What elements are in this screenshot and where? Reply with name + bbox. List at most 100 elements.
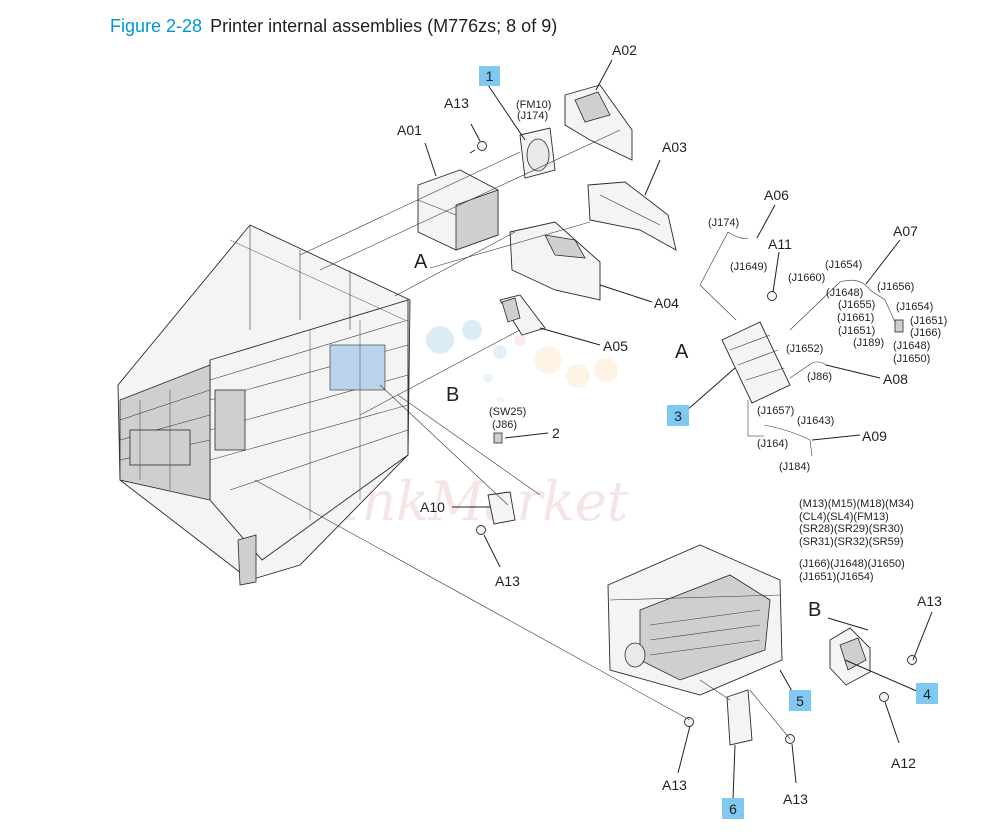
callout-3: 3	[667, 405, 689, 426]
part-a03-duct	[587, 181, 677, 251]
svg-text:(J1654): (J1654)	[825, 259, 862, 271]
svg-text:(SR28)(SR29)(SR30): (SR28)(SR29)(SR30)	[799, 523, 904, 535]
svg-text:(J1656): (J1656)	[877, 281, 914, 293]
svg-text:(J86): (J86)	[492, 419, 517, 431]
label-a13-right: A13	[917, 593, 942, 609]
part-a04-duct	[509, 221, 601, 301]
figure-number: Figure 2-28	[110, 16, 203, 36]
cable-a06	[727, 231, 749, 239]
svg-text:6: 6	[729, 801, 737, 817]
svg-text:(J1649): (J1649)	[730, 261, 767, 273]
part-a05-bracket	[499, 294, 546, 336]
label-a02: A02	[612, 42, 637, 58]
label-a06: A06	[764, 187, 789, 203]
main-printer-frame	[117, 224, 411, 586]
svg-text:(J1648): (J1648)	[826, 287, 863, 299]
svg-text:(J1651): (J1651)	[838, 325, 875, 337]
label-a13-top: A13	[444, 95, 469, 111]
watermark-dots	[426, 320, 618, 404]
part-a02-duct	[564, 84, 633, 161]
part-labels: A02 A13 A01 A03 A06 A07 A11 A04 A05 A08 …	[397, 42, 942, 807]
svg-text:(J1654): (J1654)	[896, 301, 933, 313]
svg-text:(CL4)(SL4)(FM13): (CL4)(SL4)(FM13)	[799, 511, 889, 523]
part-fan	[519, 127, 556, 179]
watermark-text: InkMarket	[339, 470, 629, 533]
marker-a-left: A	[414, 251, 428, 273]
label-a04: A04	[654, 295, 679, 311]
marker-b-right: B	[808, 599, 821, 621]
svg-text:3: 3	[674, 408, 682, 424]
label-a12: A12	[891, 755, 916, 771]
svg-text:1: 1	[486, 68, 494, 84]
svg-text:(J189): (J189)	[853, 337, 884, 349]
cable-a07	[839, 279, 896, 323]
svg-text:(J1643): (J1643)	[797, 415, 834, 427]
screw-a12	[879, 692, 889, 702]
svg-text:(J1650): (J1650)	[893, 353, 930, 365]
leader-lines	[254, 59, 933, 801]
svg-text:(J1657): (J1657)	[757, 405, 794, 417]
label-a13-mid: A13	[495, 573, 520, 589]
cables	[727, 231, 904, 457]
callout-1: 1	[479, 66, 500, 86]
callouts: 1 2 3 4 5 6	[479, 66, 938, 819]
svg-text:(J1661): (J1661)	[837, 312, 874, 324]
svg-text:(J1648): (J1648)	[893, 340, 930, 352]
label-a09: A09	[862, 428, 887, 444]
part-a10-bracket	[487, 491, 516, 525]
svg-text:(J1660): (J1660)	[788, 272, 825, 284]
svg-text:(J174): (J174)	[517, 110, 548, 122]
svg-text:(J184): (J184)	[779, 461, 810, 473]
callout-5: 5	[789, 690, 811, 711]
svg-text:4: 4	[923, 686, 931, 702]
figure-caption: Printer internal assemblies (M776zs; 8 o…	[210, 16, 558, 36]
callout-2: 2	[552, 425, 560, 441]
label-a03: A03	[662, 139, 687, 155]
svg-text:(FM10): (FM10)	[516, 99, 551, 111]
connector-labels: (FM10) (J174) (J174) (J1649) (J1654) (J1…	[489, 99, 947, 583]
svg-text:(SR31)(SR32)(SR59): (SR31)(SR32)(SR59)	[799, 536, 904, 548]
label-a01: A01	[397, 122, 422, 138]
screw-a13-mid	[476, 525, 486, 535]
label-a05: A05	[603, 338, 628, 354]
callout-4: 4	[916, 683, 938, 704]
svg-text:(J1651)(J1654): (J1651)(J1654)	[799, 571, 874, 583]
marker-a-right: A	[675, 341, 689, 363]
svg-text:(J1651): (J1651)	[910, 315, 947, 327]
part-4	[829, 627, 871, 686]
svg-text:(J166): (J166)	[910, 327, 941, 339]
part-assembly-5	[607, 544, 783, 696]
label-a10: A10	[420, 499, 445, 515]
watermark: InkMarket	[339, 320, 629, 533]
svg-text:(J86): (J86)	[807, 371, 832, 383]
label-a13-bottom-right: A13	[783, 791, 808, 807]
part-pca-board	[721, 321, 791, 404]
svg-text:(J1655): (J1655)	[838, 299, 875, 311]
callout-6: 6	[722, 798, 744, 819]
svg-text:5: 5	[796, 693, 804, 709]
label-a08: A08	[883, 371, 908, 387]
screw-a13-right	[907, 655, 917, 665]
label-a07: A07	[893, 223, 918, 239]
part-a01-bracket	[417, 169, 499, 251]
screw-a11	[767, 291, 777, 301]
svg-text:2: 2	[552, 425, 560, 441]
svg-text:(SW25): (SW25)	[489, 406, 526, 418]
label-a13-bottom-left: A13	[662, 777, 687, 793]
marker-b-left: B	[446, 384, 459, 406]
label-a11: A11	[768, 236, 792, 252]
screw-a13-bottom-left	[684, 717, 694, 727]
svg-text:(J1652): (J1652)	[786, 343, 823, 355]
part-sensor-2	[493, 432, 503, 444]
part-6	[726, 689, 753, 746]
figure-title: Figure 2-28 Printer internal assemblies (…	[110, 16, 557, 37]
svg-text:(J164): (J164)	[757, 438, 788, 450]
svg-text:(J174): (J174)	[708, 217, 739, 229]
screw-a13-top	[469, 141, 487, 154]
cable-a09	[763, 424, 813, 457]
cable-a08	[811, 361, 827, 366]
svg-text:(M13)(M15)(M18)(M34): (M13)(M15)(M18)(M34)	[799, 498, 914, 510]
svg-text:(J166)(J1648)(J1650): (J166)(J1648)(J1650)	[799, 558, 905, 570]
